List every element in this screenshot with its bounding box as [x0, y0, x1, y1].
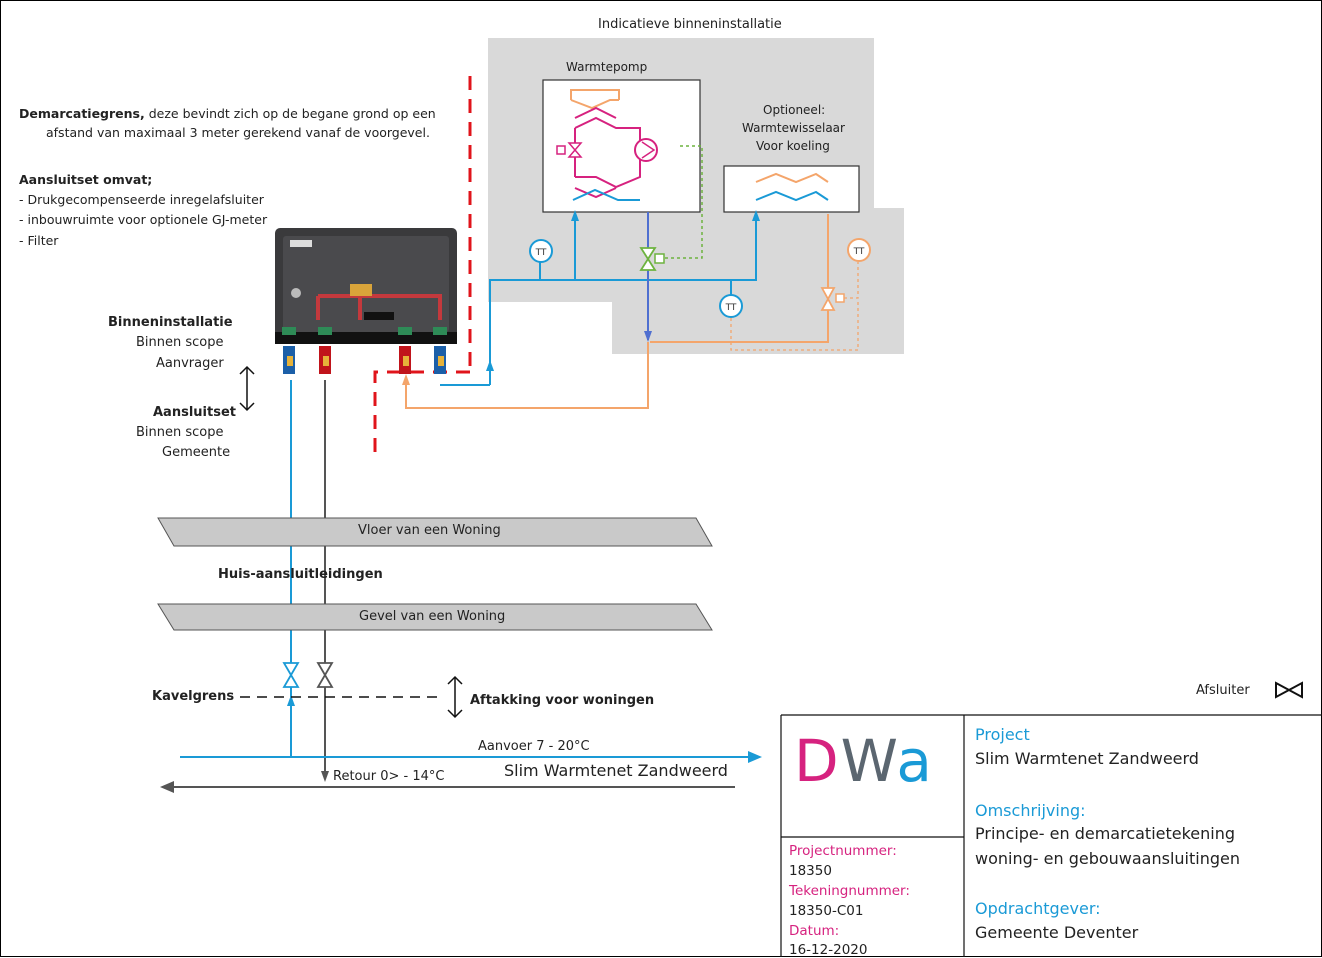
inner-scope-text: Binnen scope	[136, 335, 224, 350]
project-number-label: Projectnummer:	[789, 843, 897, 859]
branch-label: Aftakking voor woningen	[470, 693, 655, 708]
inner-scope-text: Aanvrager	[156, 356, 224, 371]
temperature-sensor-icon: TT	[719, 294, 743, 318]
valve-legend-label: Afsluiter	[1196, 683, 1250, 698]
network-label: Slim Warmtenet Zandweerd	[504, 761, 728, 780]
description-label: Omschrijving:	[975, 801, 1086, 820]
temperature-sensor-icon: TT	[847, 238, 871, 262]
title-block	[780, 714, 1322, 957]
connection-set-unit	[275, 228, 457, 374]
plot-boundary-label: Kavelgrens	[152, 689, 235, 704]
client-label: Opdrachtgever:	[975, 899, 1101, 918]
return-label: Retour 0> - 14°C	[333, 769, 445, 784]
set-scope-text: Gemeente	[162, 445, 231, 460]
return-arrow	[160, 781, 174, 793]
facade-label: Gevel van een Woning	[359, 609, 506, 624]
compressor-icon	[634, 138, 658, 162]
supply-label: Aanvoer 7 - 20°C	[478, 739, 590, 754]
dwa-logo: DWa	[794, 727, 934, 795]
description-value: Principe- en demarcatietekening	[975, 824, 1236, 843]
set-contents-item: - Drukgecompenseerde inregelafsluiter	[19, 192, 264, 207]
heatpump-box	[542, 79, 701, 213]
heatpump-label: Warmtepomp	[566, 60, 648, 74]
description-value: woning- en gebouwaansluitingen	[975, 849, 1240, 868]
set-contents-item: - Filter	[19, 233, 59, 248]
date-label: Datum:	[789, 923, 840, 939]
cooling-valve-icon	[820, 287, 836, 311]
floor-slab	[157, 517, 713, 547]
svg-text:TT: TT	[725, 303, 737, 313]
svg-text:TT: TT	[535, 248, 547, 258]
demarcation-title: Demarcatiegrens,	[19, 106, 145, 121]
house-lines-label: Huis-aansluitleidingen	[218, 567, 383, 582]
svg-text:TT: TT	[853, 247, 865, 257]
indicative-installation-title: Indicatieve binneninstallatie	[598, 17, 782, 32]
temperature-sensor-icon: TT	[529, 239, 553, 263]
valve-legend-icon	[1275, 681, 1303, 699]
facade-wall	[157, 603, 713, 631]
supply-valve-icon	[282, 662, 300, 688]
set-contents-title: Aansluitset omvat;	[19, 172, 153, 187]
drawing-number-value: 18350-C01	[789, 903, 864, 919]
floor-label: Vloer van een Woning	[358, 523, 501, 538]
project-value: Slim Warmtenet Zandweerd	[975, 749, 1199, 768]
optional-label: Voor koeling	[756, 139, 830, 153]
optional-heat-exchanger-box	[723, 165, 860, 213]
demarcation-text: deze bevindt zich op de begane grond op …	[144, 106, 436, 121]
set-contents-item: - inbouwruimte voor optionele GJ-meter	[19, 212, 268, 227]
date-value: 16-12-2020	[789, 942, 868, 958]
demarcation-note: Demarcatiegrens, deze bevindt zich op de…	[19, 105, 436, 123]
three-way-valve-icon	[639, 247, 657, 271]
project-label: Project	[975, 725, 1030, 744]
drawing-number-label: Tekeningnummer:	[789, 883, 910, 899]
project-number-value: 18350	[789, 863, 832, 879]
return-valve-icon	[316, 662, 334, 688]
optional-label: Warmtewisselaar	[742, 121, 845, 135]
optional-label: Optioneel:	[763, 103, 826, 117]
demarcation-note-line2: afstand van maximaal 3 meter gerekend va…	[46, 125, 430, 140]
set-scope-text: Binnen scope	[136, 425, 224, 440]
supply-arrow	[748, 751, 762, 763]
inner-scope-title: Binneninstallatie	[108, 315, 233, 330]
set-scope-title: Aansluitset	[153, 405, 236, 420]
client-value: Gemeente Deventer	[975, 923, 1139, 942]
